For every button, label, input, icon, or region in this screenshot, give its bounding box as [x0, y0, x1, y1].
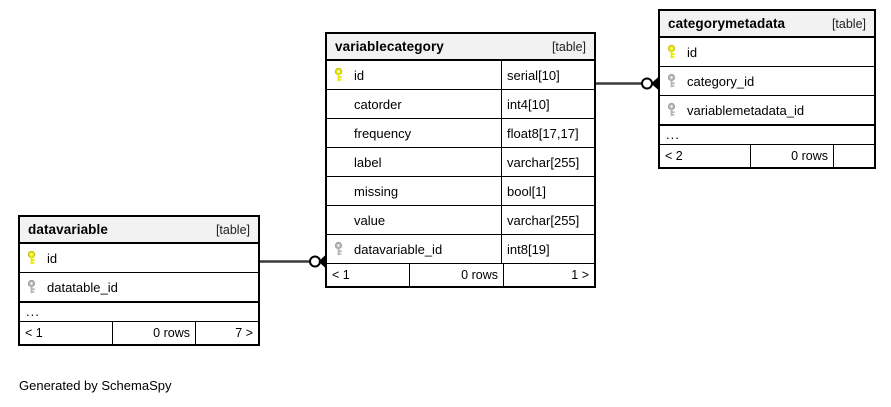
column-name-cell: id: [660, 38, 874, 66]
no-key-spacer: [334, 213, 347, 227]
footer-children-count[interactable]: [833, 145, 874, 167]
column-label: datavariable_id: [354, 241, 443, 257]
more-columns-indicator: ...: [660, 125, 874, 145]
column-row-datavariable-id[interactable]: datavariable_id int8[19]: [327, 235, 594, 264]
table-header-datavariable: datavariable [table]: [20, 217, 258, 244]
no-key-spacer: [334, 97, 347, 111]
column-row-category-id[interactable]: category_id: [660, 67, 874, 96]
foreign-key-icon: [27, 280, 40, 294]
column-label: label: [354, 154, 382, 170]
no-key-spacer: [334, 155, 347, 169]
crowsfoot-marker-icon: [318, 254, 326, 269]
column-name-cell: id: [20, 244, 258, 272]
more-columns-indicator: ...: [20, 302, 258, 322]
column-name-cell: frequency: [327, 119, 501, 147]
footer-parents-count[interactable]: < 2: [665, 149, 683, 163]
footer-row-count: 0 rows: [750, 145, 833, 167]
column-label: frequency: [354, 125, 412, 141]
table-variablecategory[interactable]: variablecategory [table] id serial[10]: [325, 32, 596, 288]
column-row-value[interactable]: value varchar[255]: [327, 206, 594, 235]
column-name-cell: id: [327, 61, 501, 89]
table-footer-datavariable: < 1 0 rows 7 >: [20, 322, 258, 344]
column-label: value: [354, 212, 386, 228]
table-datavariable[interactable]: datavariable [table] id: [18, 215, 260, 346]
column-name-cell: category_id: [660, 67, 874, 95]
column-row-datatable-id[interactable]: datatable_id: [20, 273, 258, 302]
column-row-catorder[interactable]: catorder int4[10]: [327, 90, 594, 119]
ellipsis-label: ...: [666, 127, 680, 142]
footer-parents-count[interactable]: < 1: [332, 268, 350, 282]
column-type-cell: int8[19]: [501, 235, 594, 263]
column-name-cell: catorder: [327, 90, 501, 118]
table-footer-variablecategory: < 1 0 rows 1 >: [327, 264, 594, 286]
footer-row-count: 0 rows: [409, 264, 503, 286]
column-name-cell: variablemetadata_id: [660, 96, 874, 124]
table-type-tag: [table]: [215, 222, 250, 237]
footer-children-count[interactable]: 7 >: [195, 322, 258, 344]
column-row-id[interactable]: id: [660, 38, 874, 67]
column-name-cell: datatable_id: [20, 273, 258, 301]
column-type-cell: varchar[255]: [501, 206, 594, 234]
column-label: id: [687, 44, 698, 60]
table-type-tag: [table]: [551, 39, 586, 54]
foreign-key-icon: [334, 242, 347, 256]
column-label: category_id: [687, 73, 755, 89]
no-key-spacer: [334, 126, 347, 140]
foreign-key-icon: [667, 103, 680, 117]
column-type-cell: bool[1]: [501, 177, 594, 205]
column-row-missing[interactable]: missing bool[1]: [327, 177, 594, 206]
column-name-cell: label: [327, 148, 501, 176]
ellipsis-label: ...: [26, 304, 40, 319]
table-title: categorymetadata: [668, 16, 786, 31]
table-title: datavariable: [28, 222, 108, 237]
table-header-categorymetadata: categorymetadata [table]: [660, 11, 874, 38]
footer-row-count: 0 rows: [112, 322, 195, 344]
primary-key-icon: [334, 68, 347, 82]
relationship-variablecategory-categorymetadata[interactable]: [596, 72, 662, 96]
column-name-cell: missing: [327, 177, 501, 205]
column-label: id: [354, 67, 365, 83]
relationship-datavariable-variablecategory[interactable]: [256, 250, 328, 274]
column-label: missing: [354, 183, 399, 199]
column-label: id: [47, 250, 58, 266]
column-type-cell: float8[17,17]: [501, 119, 594, 147]
table-categorymetadata[interactable]: categorymetadata [table] id: [658, 9, 876, 169]
column-label: catorder: [354, 96, 402, 112]
no-key-spacer: [334, 184, 347, 198]
primary-key-icon: [27, 251, 40, 265]
column-row-variablemetadata-id[interactable]: variablemetadata_id: [660, 96, 874, 125]
column-label: datatable_id: [47, 279, 118, 295]
table-header-variablecategory: variablecategory [table]: [327, 34, 594, 61]
diagram-caption: Generated by SchemaSpy: [19, 378, 172, 393]
column-type-cell: int4[10]: [501, 90, 594, 118]
table-footer-categorymetadata: < 2 0 rows: [660, 145, 874, 167]
column-row-label[interactable]: label varchar[255]: [327, 148, 594, 177]
column-type-cell: varchar[255]: [501, 148, 594, 176]
table-title: variablecategory: [335, 39, 444, 54]
table-type-tag: [table]: [831, 16, 866, 31]
column-type-cell: serial[10]: [501, 61, 594, 89]
crowsfoot-marker-icon: [651, 76, 659, 91]
column-row-id[interactable]: id serial[10]: [327, 61, 594, 90]
column-row-id[interactable]: id: [20, 244, 258, 273]
zero-marker-icon: [641, 77, 653, 90]
footer-children-count[interactable]: 1 >: [503, 264, 594, 286]
foreign-key-icon: [667, 74, 680, 88]
footer-parents-count[interactable]: < 1: [25, 326, 43, 340]
primary-key-icon: [667, 45, 680, 59]
column-name-cell: value: [327, 206, 501, 234]
column-row-frequency[interactable]: frequency float8[17,17]: [327, 119, 594, 148]
column-name-cell: datavariable_id: [327, 235, 501, 263]
column-label: variablemetadata_id: [687, 102, 805, 118]
